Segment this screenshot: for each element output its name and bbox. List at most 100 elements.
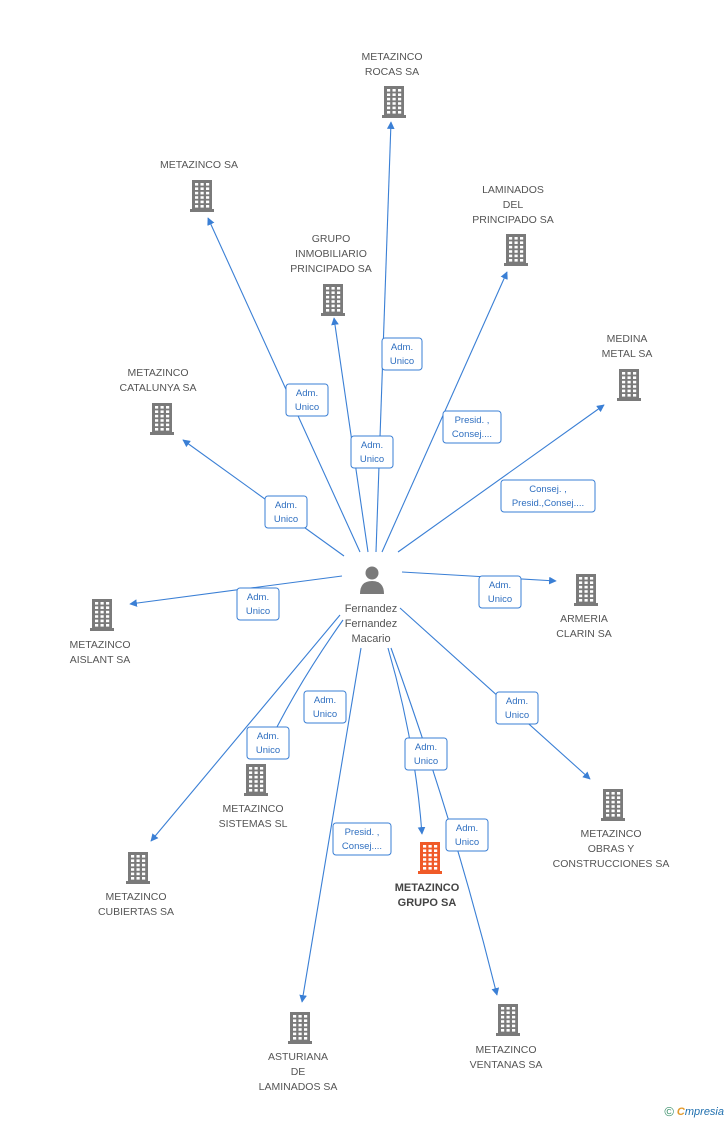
company-label: METAZINCO [105,891,166,903]
company-label: VENTANAS SA [470,1059,543,1071]
company-label: METAZINCO [361,51,422,63]
relation-label-text: Presid. , [345,827,380,838]
company-label: PRINCIPADO SA [290,263,372,275]
company-label: METAZINCO [127,367,188,379]
edge-to-armeria-clarin [401,571,557,585]
relation-label-metazinco-sistemas[interactable]: Adm.Unico [303,690,347,724]
relation-label-text: Adm. [296,388,318,399]
relation-label-text: Unico [360,454,384,465]
building-icon [288,1012,312,1044]
company-label: CLARIN SA [556,628,611,640]
relation-label-text: Unico [488,594,512,605]
edge-to-metazinco-sa [207,217,361,553]
relation-label-metazinco-sa[interactable]: Adm. Unico [285,383,329,417]
relation-label-text: Unico [295,402,319,413]
building-icon [496,1004,520,1036]
relation-label-text: Adm. [275,500,297,511]
company-label: METAZINCO [69,639,130,651]
building-icon [504,234,528,266]
company-label: LAMINADOS [482,184,544,196]
edge-to-metazinco-aislant [129,575,343,607]
company-label: GRUPO SA [398,897,457,909]
relation-label-text: Unico [414,756,438,767]
relation-label-metazinco-cubiertas[interactable]: Adm. Unico [246,726,290,760]
person-name-line: Fernandez [345,618,398,630]
company-node-metazinco-rocas[interactable]: METAZINCO ROCAS SA [361,51,423,118]
company-label: METAZINCO [475,1044,536,1056]
company-node-metazinco-sa[interactable]: METAZINCO SA [160,159,238,212]
person-name-line: Macario [351,633,390,645]
company-label: ARMERIA [560,613,608,625]
building-icon [601,789,625,821]
relation-label-metazinco-rocas[interactable]: Adm.Unico [381,337,423,371]
brand-initial: C [676,1105,685,1118]
relation-label-asturiana-laminados[interactable]: Presid. , Consej.... [332,822,392,856]
brand-name: mpresia [684,1105,724,1118]
nodes-layer: METAZINCO ROCAS SA METAZINCO SA LAMINADOS DE… [69,51,669,1093]
company-node-metazinco-catalunya[interactable]: METAZINCO CATALUNYA SA [119,367,197,435]
building-icon [244,764,268,796]
building-icon [150,403,174,435]
company-label: PRINCIPADO SA [472,214,554,226]
company-label: DEL [503,199,524,211]
building-icon [126,852,150,884]
edge-to-medina-metal [397,404,605,553]
copyright-icon: © [664,1104,674,1119]
company-node-grupo-inmobiliario[interactable]: GRUPO INMOBILIARIO PRINCIPADO SA [290,233,372,316]
building-icon [574,574,598,606]
edge-to-metazinco-catalunya [182,439,345,557]
building-icon [418,842,442,874]
company-node-laminados-principado[interactable]: LAMINADOS DEL PRINCIPADO SA [472,184,554,266]
relation-label-text: Unico [390,356,414,367]
company-label: INMOBILIARIO [295,248,367,260]
relation-label-metazinco-ventanas[interactable]: Adm.Unico [445,818,489,852]
building-icon [321,284,345,316]
company-node-metazinco-sistemas[interactable]: METAZINCO SISTEMAS SL [219,764,288,830]
company-node-metazinco-cubiertas[interactable]: METAZINCO CUBIERTAS SA [98,852,174,918]
company-label: ROCAS SA [365,66,419,78]
building-icon [90,599,114,631]
edge-to-metazinco-obras [399,607,591,780]
relation-label-text: Adm. [489,580,511,591]
relation-label-text: Adm. [456,823,478,834]
company-label: METAZINCO SA [160,159,238,171]
company-label: GRUPO [312,233,351,245]
relation-label-medina-metal[interactable]: Consej. ,Presid.,Consej.... [500,479,596,513]
company-label: CUBIERTAS SA [98,906,174,918]
building-icon [617,369,641,401]
relation-label-laminados-principado[interactable]: Presid. ,Consej.... [442,410,502,444]
relation-label-text: Consej.... [452,429,492,440]
person-icon [360,566,384,594]
company-label: SISTEMAS SL [219,818,288,830]
relation-label-text: Presid.,Consej.... [512,498,584,509]
relation-label-metazinco-catalunya[interactable]: Adm. Unico [264,495,308,529]
company-node-metazinco-ventanas[interactable]: METAZINCO VENTANAS SA [470,1004,543,1071]
relation-label-text: Unico [274,514,298,525]
relation-label-metazinco-grupo[interactable]: Adm. Unico [404,737,448,771]
company-label: DE [291,1066,306,1078]
relation-label-text: Unico [256,745,280,756]
relation-label-text: Adm. [314,695,336,706]
edge-to-grupo-inmobiliario [331,317,369,553]
relation-label-grupo-inmobiliario[interactable]: Adm.Unico [350,435,394,469]
relation-label-text: Consej.... [342,841,382,852]
relation-label-metazinco-aislant[interactable]: Adm.Unico [236,587,280,621]
relation-label-metazinco-obras[interactable]: Adm.Unico [495,691,539,725]
relation-label-armeria-clarin[interactable]: Adm. Unico [478,575,522,609]
relation-label-text: Adm. [415,742,437,753]
relation-label-text: Adm. [247,592,269,603]
company-node-armeria-clarin[interactable]: ARMERIA CLARIN SA [556,574,612,640]
relation-label-text: Adm. [257,731,279,742]
company-label: CATALUNYA SA [119,382,196,394]
company-label: METAZINCO [222,803,283,815]
edges-layer [129,121,605,1003]
